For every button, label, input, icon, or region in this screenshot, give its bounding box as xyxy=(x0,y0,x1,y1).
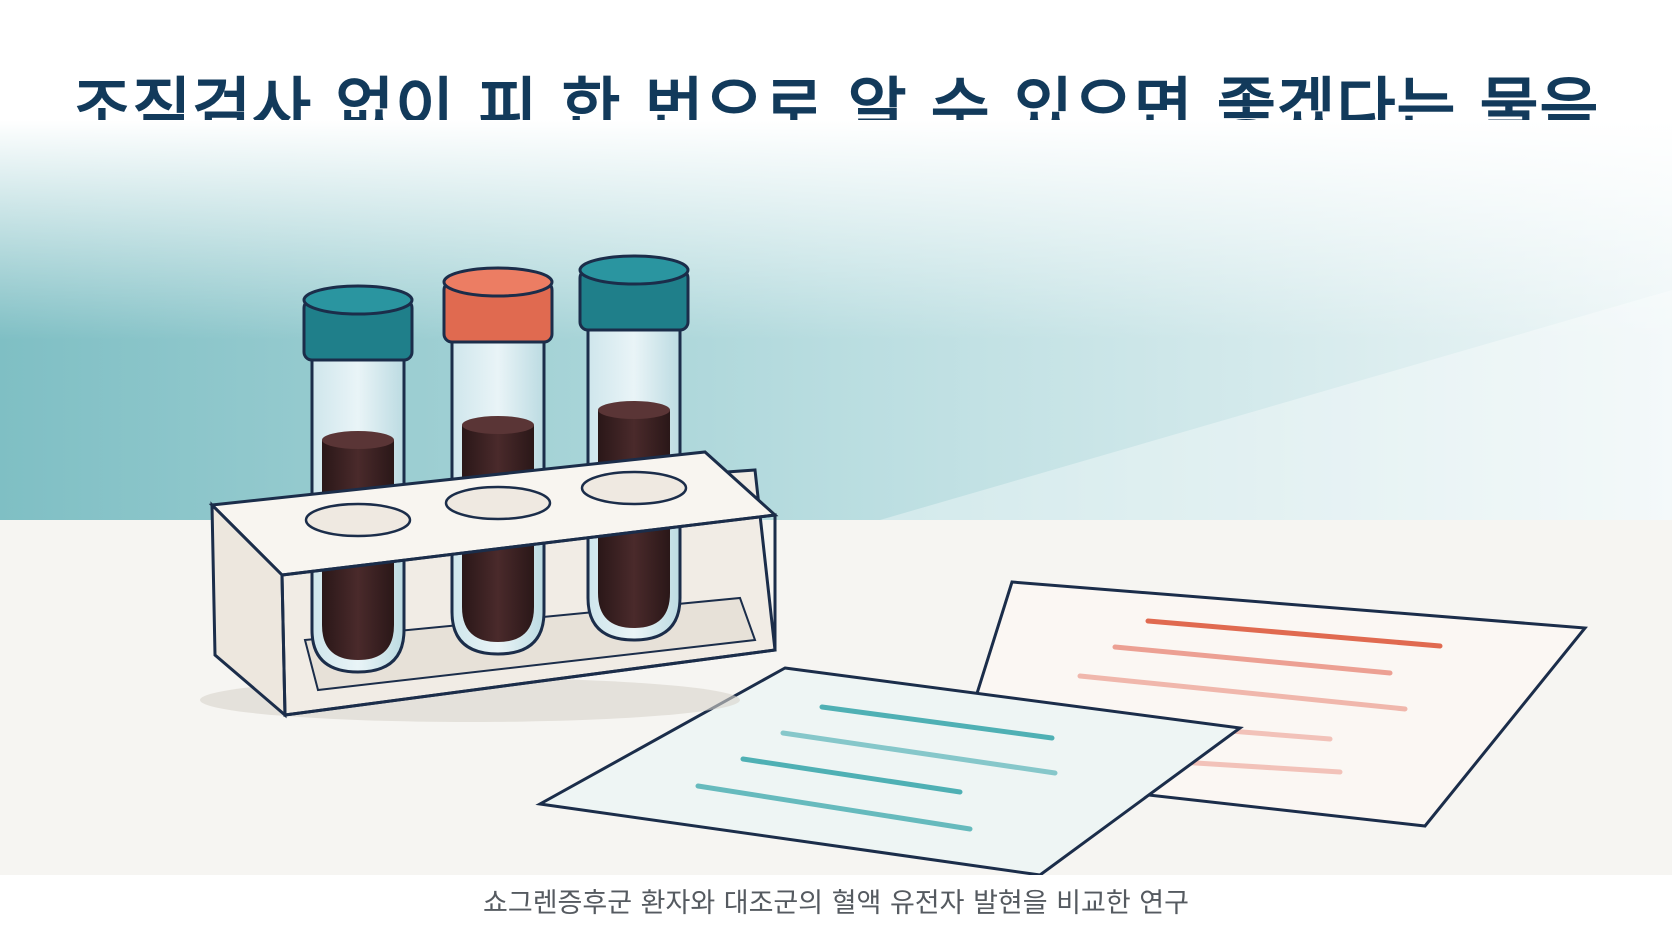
blood-tube-2 xyxy=(442,266,554,656)
blood-test-illustration xyxy=(0,120,1672,875)
blood-tube-3 xyxy=(578,254,690,642)
tube-rack-front xyxy=(208,450,779,719)
report-sheet-front xyxy=(535,666,1244,875)
caption: 쇼그렌증후군 환자와 대조군의 혈액 유전자 발현을 비교한 연구 xyxy=(483,888,1189,919)
blood-tube-1 xyxy=(302,284,414,674)
